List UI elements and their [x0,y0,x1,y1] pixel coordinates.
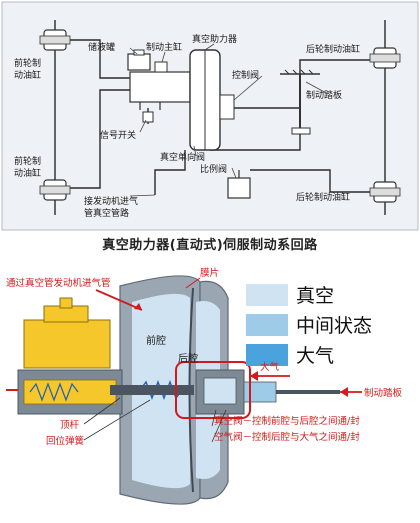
proportion-valve-icon [227,170,251,199]
spring-leader [83,399,151,441]
label-brake-pedal-bottom: 制动踏板 [364,387,403,399]
vacuum-valve-leader [211,409,217,427]
legend-swatch-vacuum [246,284,288,306]
legend-swatch-atmosphere [246,344,288,366]
master-cylinder-icon [129,61,191,110]
label-front-left-bottom-line1: 前轮制 [14,155,41,167]
pedal-arrow-head [340,387,348,397]
label-push-rod: 顶杆 [60,419,80,431]
label-front-chamber: 前腔 [146,334,166,347]
label-rear-top: 后轮制动油缸 [306,43,360,55]
label-front-left-top-line1: 前轮制 [14,57,41,69]
label-diaphragm: 膜片 [200,267,219,279]
legend: 真空 中间状态 大气 [246,284,372,367]
vacuum-arrow-head [134,303,142,310]
control-valve-highlight [175,361,251,419]
label-brake-pedal: 制动踏板 [306,89,342,101]
label-check-valve: 真空单向阀 [160,151,205,163]
legend-label-intermediate: 中间状态 [296,315,372,337]
label-control-valve: 控制阀 [232,69,259,81]
front-left-cylinder-bottom [39,179,71,201]
signal-switch-icon [142,111,154,123]
master-cylinder-body [23,319,111,369]
air-valve-leader [211,409,227,443]
label-signal-switch: 信号开关 [100,129,136,141]
vacuum-booster-icon [189,49,235,151]
vacuum-arrow-line [95,289,143,311]
rear-right-cylinder-bottom [369,181,401,203]
legend-label-vacuum: 真空 [296,285,334,307]
front-left-cylinder-top [39,29,71,51]
label-reservoir: 储液罐 [88,41,115,53]
brake-pedal-icon [280,69,320,135]
label-intake: 接发动机进气 管真空管路 [84,195,141,219]
label-front-left-top-line2: 动油缸 [14,69,41,81]
label-front-left-top: 前轮制 动油缸 [14,57,44,81]
label-front-left-bottom-line2: 动油缸 [14,167,41,179]
label-air-valve: 空气阀－控制后腔与大气之间通/封 [214,431,360,443]
label-rear-bottom: 后轮制动油缸 [296,191,350,203]
reservoir-icon [127,49,151,71]
push-rod-leader [83,397,121,425]
label-master-cylinder: 制动主缸 [146,41,182,53]
booster-cross-section: 真空 中间状态 大气 通过真空管发动机进气管 膜片 大气 制动踏板 顶杆 回位弹… [6,267,403,505]
legend-swatch-intermediate [246,314,288,336]
label-intake-line2: 管真空管路 [84,207,129,219]
rear-right-cylinder-top [369,47,401,69]
label-rear-chamber: 后腔 [178,352,198,365]
legend-label-atmosphere: 大气 [296,345,334,367]
label-proportion-valve: 比例阀 [200,163,227,175]
label-vacuum-valve: 真空阀－控制前腔与后腔之间通/封 [214,415,360,427]
valve-sleeve [243,381,277,403]
reservoir-cap [59,297,73,309]
diaphragm-leader [185,277,201,289]
push-rod-body [110,385,194,395]
cylinder-fluid [23,379,117,405]
label-vacuum-pipe: 通过真空管发动机进气管 [6,277,111,289]
label-return-spring: 回位弹簧 [46,435,85,447]
brake-circuit-diagram: 储液罐 制动主缸 真空助力器 前轮制 动油缸 前轮制 动油缸 控制阀 制动踏板 … [1,1,419,231]
diagram-title: 真空助力器(直动式)伺服制动系回路 [102,238,318,253]
label-front-left-bottom: 前轮制 动油缸 [14,155,44,179]
label-intake-line1: 接发动机进气 [84,195,138,207]
cylinder-spring [29,382,79,402]
atmosphere-arrow-head [250,371,258,381]
label-booster: 真空助力器 [192,33,237,45]
label-atmosphere: 大气 [260,361,280,373]
valve-chamber [203,377,237,405]
